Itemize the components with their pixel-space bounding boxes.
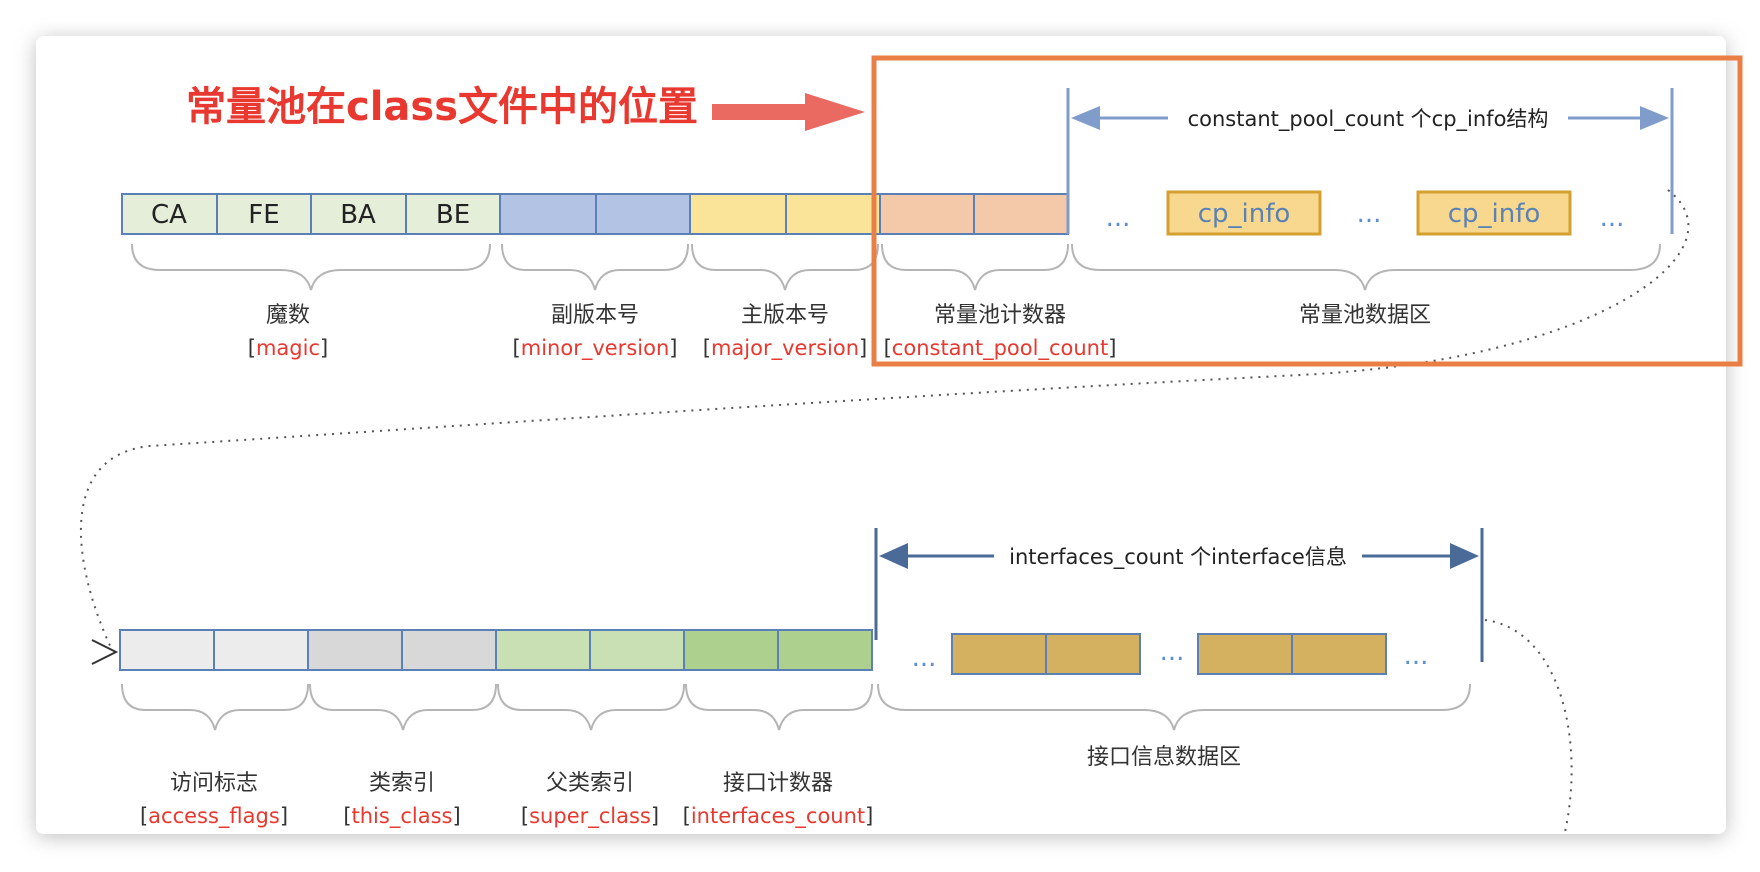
- major-cell-1: [689, 193, 787, 235]
- pool-ellipsis-3: ...: [1600, 203, 1625, 233]
- cp-info-box-2: [1416, 190, 1572, 236]
- access-flags-cells: [119, 629, 309, 671]
- interface-cell-2: [1045, 633, 1141, 675]
- if-span-label: interfaces_count 个interface信息: [1009, 545, 1347, 570]
- label-magic-cn: 魔数: [266, 303, 310, 328]
- magic-cell-2: [216, 193, 312, 235]
- if-ellipsis-3: ...: [1404, 641, 1429, 671]
- minor-cell-1: [499, 193, 597, 235]
- magic-byte-ba: BA: [340, 200, 376, 230]
- label-if-count-en: [interfaces_count]: [683, 804, 874, 829]
- magic-byte-be: BE: [436, 200, 470, 230]
- brace-access: [121, 683, 309, 731]
- access-en-tspan: access_flags: [148, 804, 280, 829]
- access-cell-2: [213, 629, 309, 671]
- super-class-cells: [495, 629, 685, 671]
- diagram-title: 常量池在class文件中的位置: [186, 84, 698, 130]
- label-minor-cn: 副版本号: [551, 303, 639, 328]
- label-cp-count-cn: 常量池计数器: [934, 303, 1066, 328]
- pool-ellipsis-2: ...: [1357, 199, 1382, 229]
- cp-info-box-1: [1166, 190, 1322, 236]
- minor-en-tspan: minor_version: [521, 336, 670, 361]
- magic-cells: CA FE BA BE: [121, 193, 501, 235]
- magic-byte-fe: FE: [248, 200, 279, 230]
- row-connector-dotted: [79, 189, 1690, 651]
- label-access-cn: 访问标志: [170, 771, 258, 796]
- label-access-en: [access_flags]: [140, 804, 288, 829]
- pool-span-label: constant_pool_count 个cp_info结构: [1188, 107, 1549, 132]
- brace-pool-area: [1071, 243, 1661, 291]
- this-class-en-tspan: this_class: [352, 804, 453, 829]
- brace-super-class: [497, 683, 685, 731]
- interface-cell-3: [1197, 633, 1293, 675]
- cp-count-cell-2: [973, 193, 1069, 235]
- label-this-class-en: [this_class]: [343, 804, 460, 829]
- if-ellipsis-1: ...: [912, 643, 937, 673]
- this-class-cells: [307, 629, 497, 671]
- brace-minor: [501, 243, 689, 291]
- if-span-arrowhead-right: [1450, 543, 1479, 569]
- pool-area-label: 常量池数据区: [1299, 303, 1431, 328]
- title-arrow: [712, 93, 865, 131]
- super-class-cell-1: [495, 629, 591, 671]
- super-class-en-tspan: super_class: [529, 804, 651, 829]
- label-major-en: [major_version]: [703, 336, 867, 361]
- brace-cp-count: [881, 243, 1069, 291]
- cp-count-en-tspan: constant_pool_count: [892, 336, 1108, 361]
- interfaces-span: interfaces_count 个interface信息: [874, 528, 1484, 662]
- minor-cell-2: [595, 193, 691, 235]
- label-cp-count-en: [constant_pool_count]: [884, 336, 1117, 361]
- label-if-count-cn: 接口计数器: [723, 771, 833, 796]
- interface-cell-4: [1291, 633, 1387, 675]
- access-cell-1: [119, 629, 215, 671]
- brace-if-count: [685, 683, 873, 731]
- label-super-class-en: [super_class]: [521, 804, 659, 829]
- pool-span: constant_pool_count 个cp_info结构: [1066, 88, 1674, 234]
- brace-this-class: [309, 683, 497, 731]
- major-cell-2: [785, 193, 881, 235]
- pool-ellipsis-1: ...: [1106, 203, 1131, 233]
- magic-en-tspan: magic: [256, 336, 320, 360]
- brace-if-area: [877, 683, 1471, 731]
- pool-span-arrowhead-left: [1071, 106, 1100, 130]
- magic-byte-ca: CA: [151, 200, 187, 230]
- this-class-cell-1: [307, 629, 403, 671]
- pool-span-arrowhead-right: [1640, 106, 1669, 130]
- cp-count-cells: [879, 193, 1069, 235]
- row2-braces: [121, 683, 1471, 731]
- brace-major: [691, 243, 879, 291]
- super-class-cell-2: [589, 629, 685, 671]
- cp-info-label-1: cp_info: [1198, 199, 1291, 229]
- label-major-cn: 主版本号: [741, 303, 829, 328]
- if-area-label: 接口信息数据区: [1087, 745, 1241, 770]
- this-class-cell-2: [401, 629, 497, 671]
- minor-version-cells: [499, 193, 691, 235]
- constant-pool-highlight: [871, 55, 1743, 367]
- label-super-class-cn: 父类索引: [546, 771, 634, 796]
- row2-entry-arrow: [91, 639, 119, 665]
- if-span-arrowhead-left: [879, 543, 908, 569]
- label-magic-en: [magic]: [248, 336, 328, 360]
- label-minor-en: [minor_version]: [513, 336, 678, 361]
- label-this-class-cn: 类索引: [369, 771, 435, 796]
- if-count-cell-1: [683, 629, 779, 671]
- major-version-cells: [689, 193, 881, 235]
- if-count-en-tspan: interfaces_count: [691, 804, 865, 829]
- diagram-panel: [36, 36, 1726, 834]
- interface-cell-1: [951, 633, 1047, 675]
- row-connector-dotted-2: [1484, 619, 1573, 833]
- interfaces-count-cells: [683, 629, 873, 671]
- if-count-cell-2: [777, 629, 873, 671]
- cp-info-label-2: cp_info: [1448, 199, 1541, 229]
- if-ellipsis-2: ...: [1160, 637, 1185, 667]
- cp-count-cell-1: [879, 193, 975, 235]
- row1-braces: [131, 243, 1661, 291]
- major-en-tspan: major_version: [711, 336, 859, 361]
- brace-magic: [131, 243, 491, 291]
